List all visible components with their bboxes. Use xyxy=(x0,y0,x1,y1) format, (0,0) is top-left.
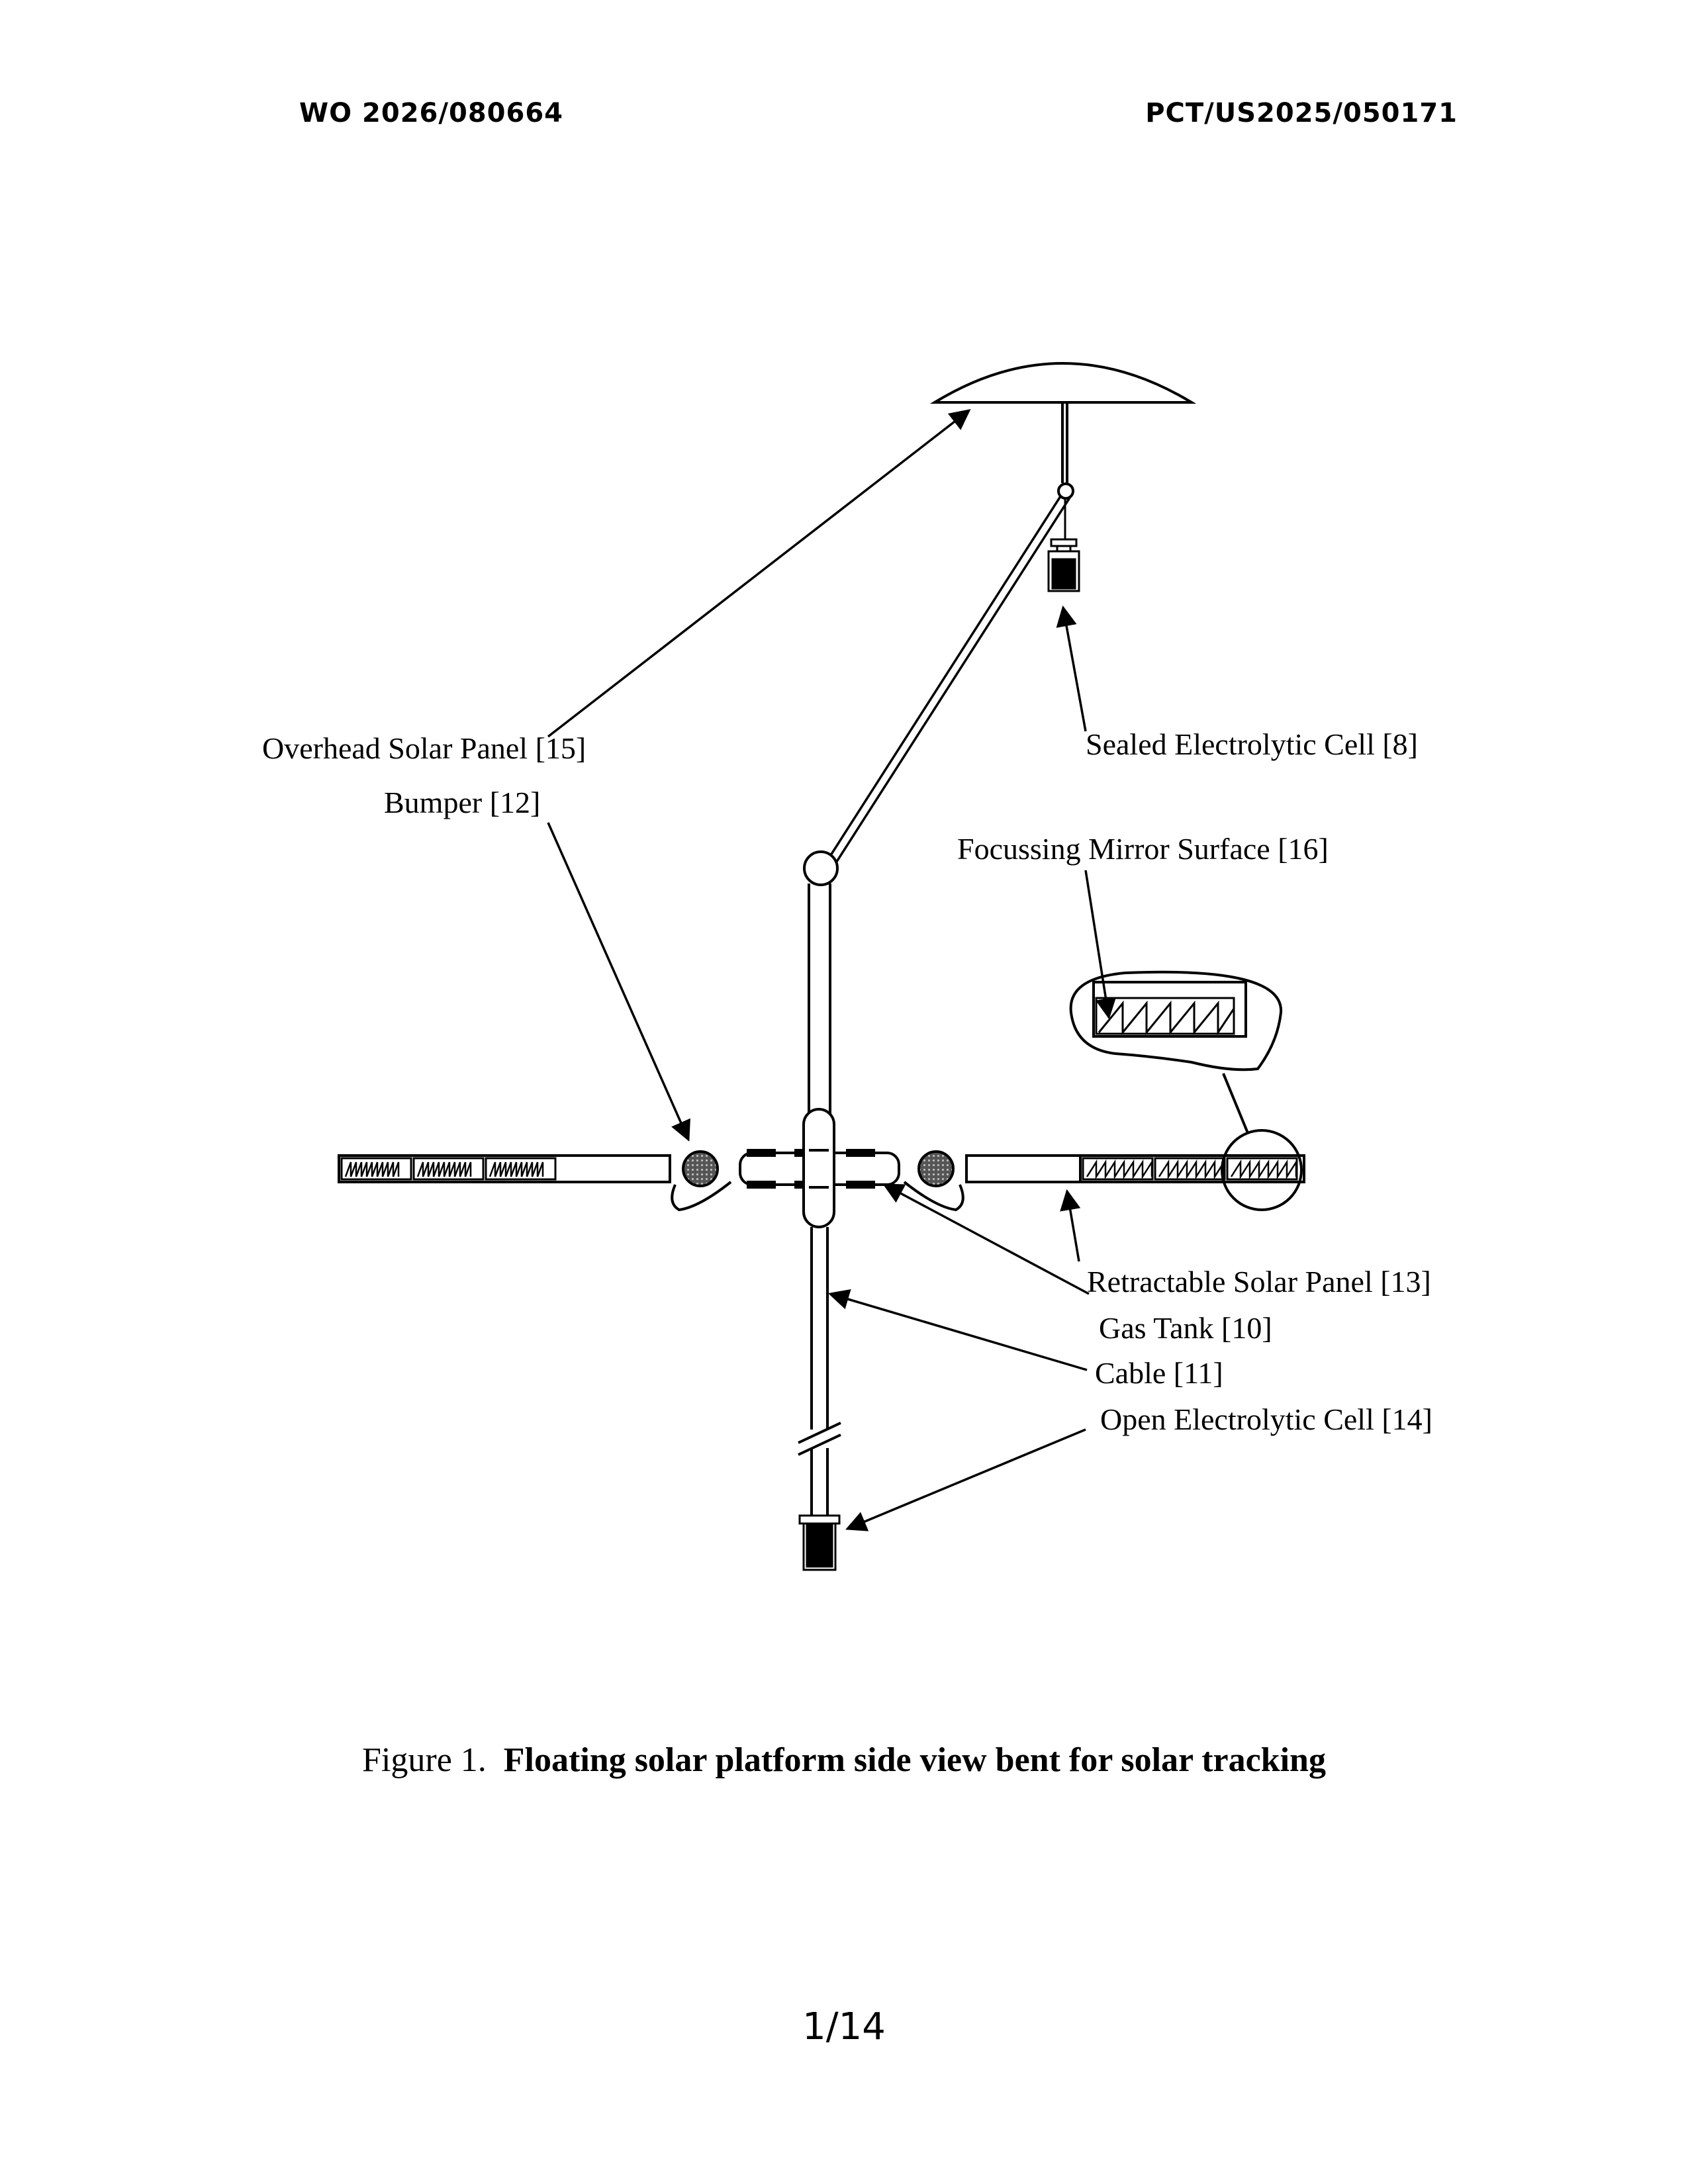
leader-retractable-solar-panel xyxy=(1067,1191,1079,1261)
lower-cable xyxy=(798,1227,841,1516)
label-gas-tank: Gas Tank [10] xyxy=(1099,1311,1272,1345)
open-electrolytic-cell xyxy=(800,1516,839,1570)
leader-cable xyxy=(830,1294,1087,1370)
overhead-solar-panel xyxy=(935,363,1192,483)
label-focussing-mirror-surface: Focussing Mirror Surface [16] xyxy=(957,832,1329,866)
figure-caption: Figure 1. Floating solar platform side v… xyxy=(0,1741,1688,1780)
label-bumper: Bumper [12] xyxy=(384,786,540,819)
mast xyxy=(809,884,830,1125)
label-retractable-solar-panel: Retractable Solar Panel [13] xyxy=(1087,1265,1431,1298)
page-number: 1/14 xyxy=(0,2005,1688,2048)
leader-bumper xyxy=(548,823,688,1140)
leader-overhead-solar-panel xyxy=(548,410,969,737)
focussing-mirror-surface xyxy=(1094,982,1246,1036)
label-open-electrolytic-cell: Open Electrolytic Cell [14] xyxy=(1100,1402,1432,1436)
right-bumper xyxy=(919,1152,953,1186)
leader-gas-tank xyxy=(884,1185,1089,1294)
figure-caption-text: Floating solar platform side view bent f… xyxy=(504,1741,1326,1779)
left-retractable-solar-panel xyxy=(339,1156,670,1182)
sealed-electrolytic-cell xyxy=(1049,498,1079,591)
right-retractable-solar-panel xyxy=(966,1156,1304,1182)
tether-line xyxy=(816,496,1070,880)
upper-pivot xyxy=(1058,484,1073,498)
label-cable: Cable [11] xyxy=(1095,1356,1223,1390)
figure-number: Figure 1. xyxy=(362,1741,487,1779)
leader-sealed-electrolytic-cell xyxy=(1063,608,1086,731)
label-sealed-electrolytic-cell: Sealed Electrolytic Cell [8] xyxy=(1086,727,1418,761)
mast-pivot xyxy=(804,852,837,885)
left-bumper xyxy=(683,1152,718,1186)
detail-leader xyxy=(1223,1073,1248,1133)
leader-open-electrolytic-cell xyxy=(847,1430,1086,1529)
label-overhead-solar-panel: Overhead Solar Panel [15] xyxy=(262,731,586,765)
central-hub xyxy=(804,1109,834,1227)
